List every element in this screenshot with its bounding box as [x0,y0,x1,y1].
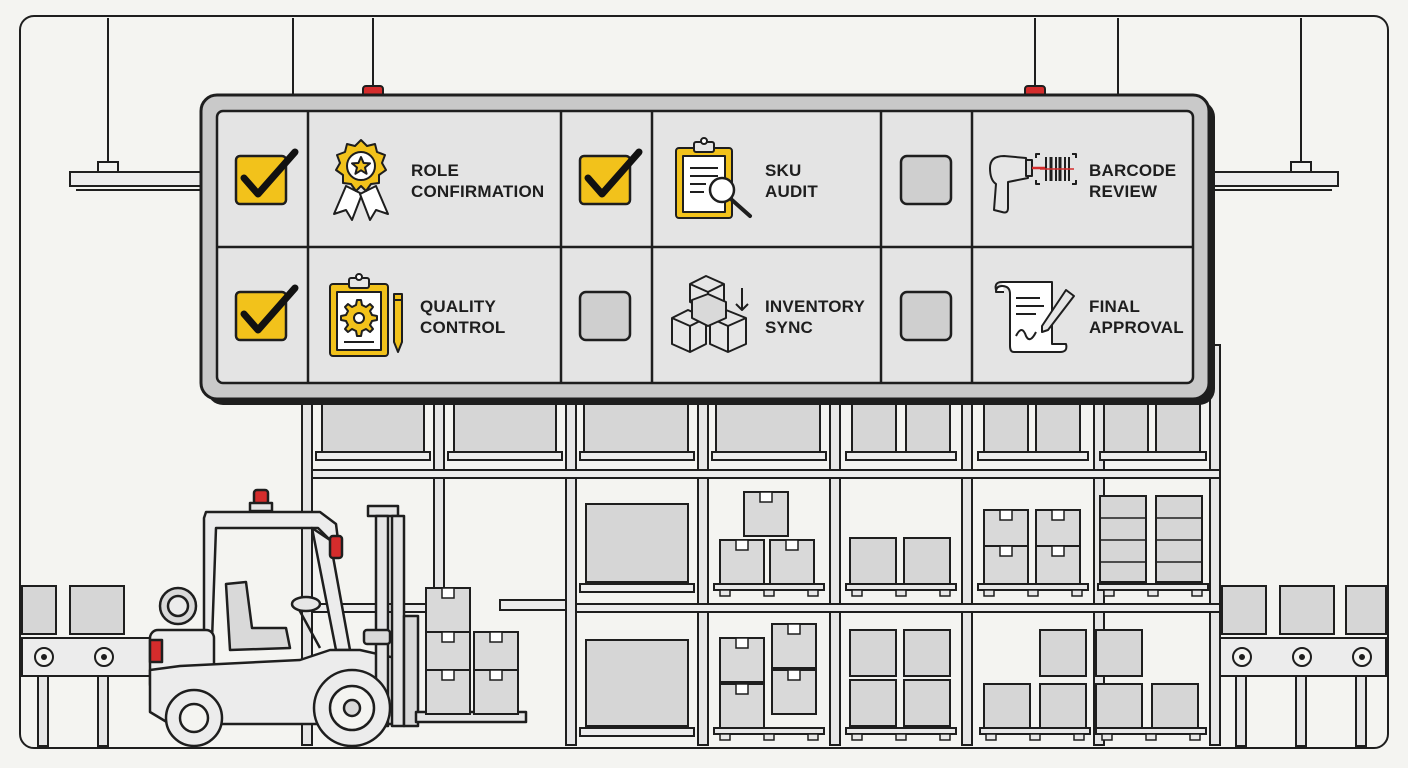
conveyor-right [1219,585,1387,747]
scroll-signature-icon [994,281,1075,353]
label-inventory-sync: INVENTORY SYNC [765,297,866,337]
award-ribbon-icon [333,139,389,221]
label-barcode-review: BARCODE REVIEW [1089,161,1177,201]
ceiling-rods [107,18,1302,162]
checkmark-icon [584,148,643,198]
checkbox-role[interactable] [234,148,299,206]
label-sku-audit: SKU AUDIT [765,161,818,201]
label-final-approval: FINAL APPROVAL [1089,297,1184,337]
checkbox-final[interactable] [899,290,953,342]
checkbox-inventory[interactable] [578,290,632,342]
forklift [148,488,528,748]
label-quality-control: QUALITY CONTROL [420,297,506,337]
checkmark-icon [240,284,299,334]
label-role-confirmation: ROLE CONFIRMATION [411,161,545,201]
shelving-rack [301,344,1221,746]
clipboard-gear-icon [329,273,403,357]
clipboard-magnifier-icon [675,137,752,219]
checkbox-quality[interactable] [234,284,299,342]
checkbox-barcode[interactable] [899,154,953,206]
boxes-sync-icon [671,275,749,353]
checkmark-icon [240,148,299,198]
checklist-board [199,93,1215,405]
barcode-scanner-icon [989,153,1077,214]
checkbox-sku[interactable] [578,148,643,206]
